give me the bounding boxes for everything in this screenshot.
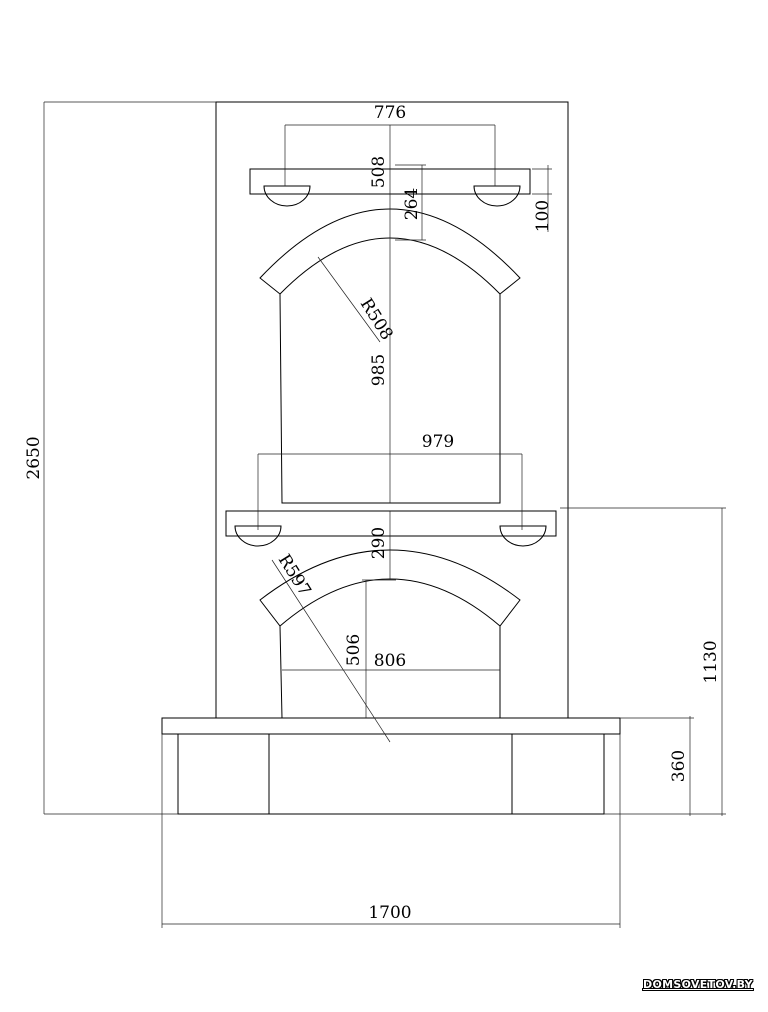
dim-1130: 1130 (701, 640, 721, 683)
dim-985: 985 (369, 354, 389, 386)
watermark: DOMSOVETOV.BY (643, 978, 753, 991)
dim-360: 360 (669, 750, 689, 782)
top-niche (279, 293, 501, 504)
dim-264: 264 (402, 188, 422, 220)
dim-r597: R597 (274, 551, 315, 600)
dim-506: 506 (344, 634, 364, 666)
dim-r508: R508 (356, 295, 397, 344)
dim-line-r508 (317, 256, 381, 343)
top-left-lamp (263, 185, 311, 207)
dim-100: 100 (533, 200, 553, 232)
dim-806: 806 (374, 651, 406, 671)
dim-line-r597 (271, 559, 391, 743)
dim-1700: 1700 (368, 903, 411, 923)
middle-shelf (225, 510, 557, 537)
middle-right-lamp (499, 525, 547, 547)
lower-arch-band (259, 549, 521, 627)
dim-776: 776 (374, 103, 406, 123)
dim-508: 508 (369, 156, 389, 188)
top-right-lamp (473, 185, 521, 207)
base (177, 733, 605, 815)
top-arch-band (259, 208, 521, 295)
dim-290: 290 (369, 527, 389, 559)
middle-left-lamp (234, 525, 282, 547)
hearth-slab (161, 717, 621, 735)
dim-2650: 2650 (24, 436, 44, 479)
firebox (279, 625, 501, 719)
dim-979: 979 (422, 432, 454, 452)
